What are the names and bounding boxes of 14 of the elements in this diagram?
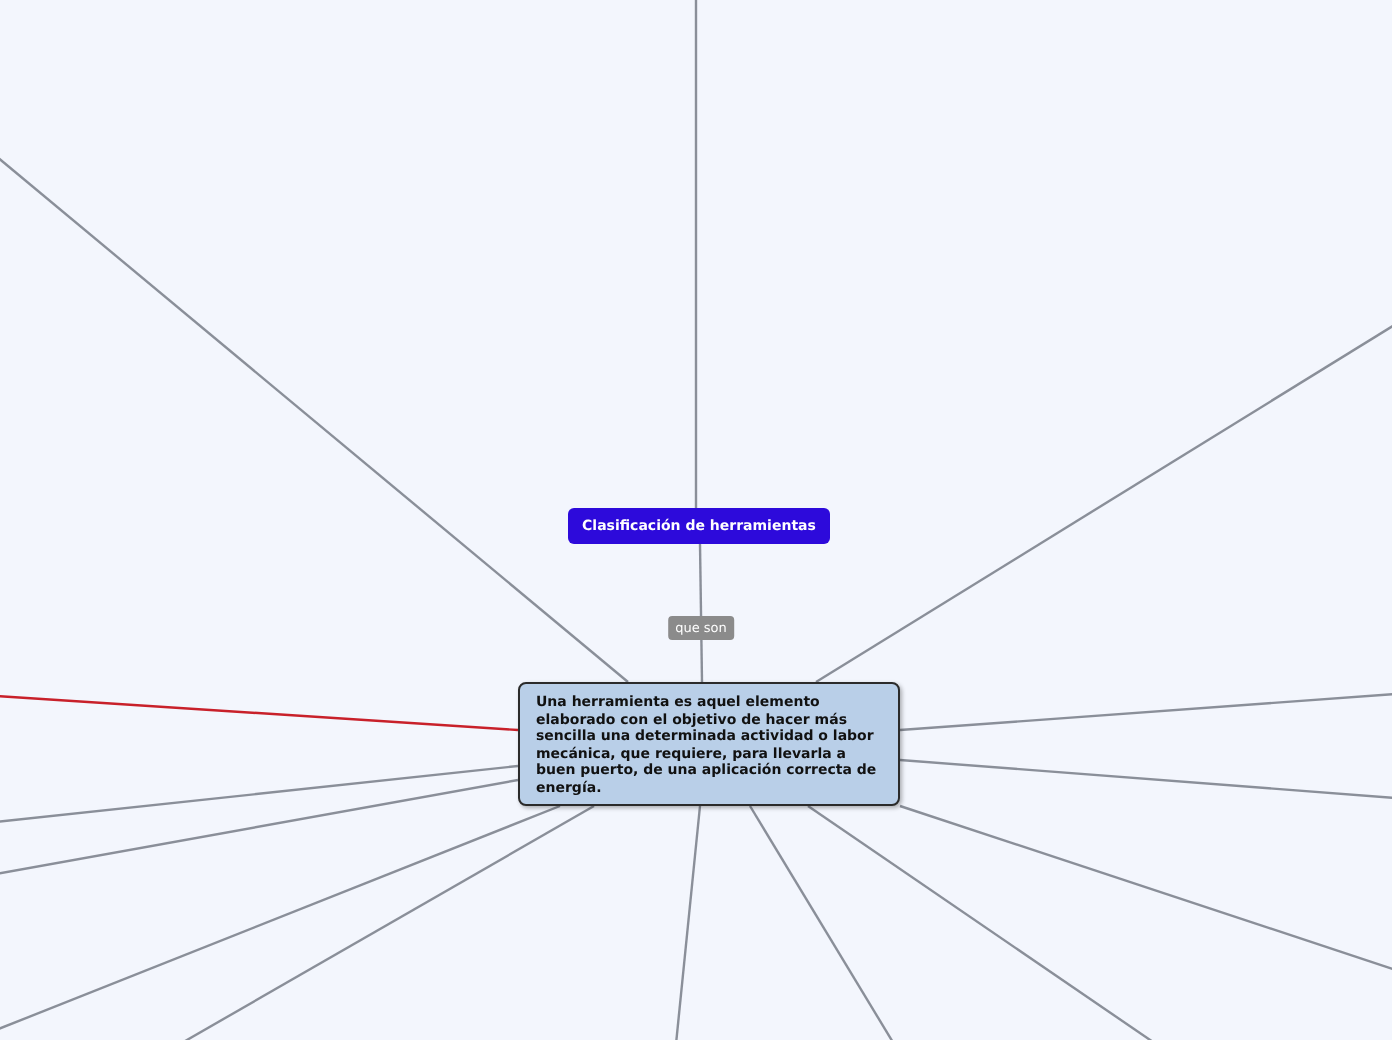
connector-line [0,155,629,683]
connector-line [0,764,519,824]
connector-line [748,805,896,1040]
connector-line [807,805,1157,1040]
connector-line [179,804,595,1040]
connector-line [694,0,698,508]
connector-line [0,778,519,876]
connector-line [815,322,1392,684]
connector-line [899,692,1392,732]
connector-line [0,804,561,1032]
connector-line [674,805,702,1040]
connector-line [899,758,1392,800]
connector-line [0,694,519,732]
connector-line [899,804,1392,972]
